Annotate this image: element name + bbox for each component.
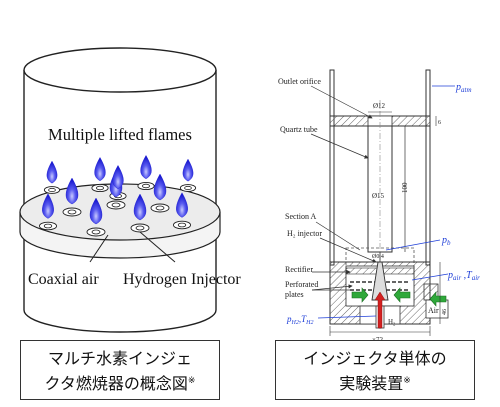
lifted-flame [112,164,124,190]
lifted-flame [46,160,58,184]
label-p-h2-t-h2: pH2,TH2 [286,314,313,326]
hydrogen-injector-nozzle [48,187,56,193]
hydrogen-injector-nozzle [135,225,145,231]
caption-right: インジェクタ単体の 実験装置※ [275,340,475,400]
label-coaxial-air: Coaxial air [28,271,99,288]
dim-100: 100 [401,182,409,193]
lifted-flame [133,193,147,221]
label-section-a: Section A [285,212,317,221]
label-perforated: Perforated [285,280,318,289]
lifted-flame [94,156,106,182]
left-rod [329,69,335,266]
label-p-b: pb [441,235,451,247]
label-rectifier: Rectifier [285,265,313,274]
dim-46: 46 [442,309,448,315]
flame-group [42,154,194,225]
lifted-flame [89,197,103,225]
caption-right-line2: 実験装置※ [339,374,411,393]
caption-left-line2: クタ燃焼器の概念図※ [44,374,196,393]
hydrogen-injector-nozzle [67,209,77,215]
h2-arrow [374,291,386,329]
hydrogen-injector-nozzle [155,205,165,211]
hydrogen-injector-nozzle [43,223,53,229]
hydrogen-injector-nozzle [141,183,150,189]
caption-right-line1: インジェクタ単体の [303,349,447,368]
lifted-flame [153,173,167,201]
air-inlet-arrow [429,291,447,307]
label-h2-injector: H₂ injector [287,229,322,238]
burner-title: Multiple lifted flames [48,125,192,144]
hydrogen-injector-nozzle [91,229,101,235]
label-p-air-t-air: pair ,Tair [447,270,480,282]
injector-pointer-line [139,231,176,263]
caption-left-line1: マルチ水素インジェ [47,349,192,368]
label-p-atm: patm [455,82,472,94]
lifted-flame [176,192,188,218]
burner-cylinder-top [23,47,217,93]
air-pointer-line [89,234,109,263]
dim-04: Ø0.4 [372,254,384,260]
label-outlet-orifice: Outlet orifice [278,77,321,86]
lifted-flame [140,154,152,180]
air-arrow-right [393,287,411,303]
lifted-flame [65,177,79,205]
injector-group [39,181,197,237]
label-h2: H₂ [388,318,396,326]
label-air: Air [428,306,439,315]
dim-6: 6 [438,120,441,126]
dim-12: Ø12 [373,102,386,110]
hydrogen-injector-nozzle [111,202,121,208]
lifted-flame [42,193,54,219]
label-plates: plates [285,290,304,299]
dim-15: Ø15 [372,192,385,200]
right-rod [425,69,431,266]
air-arrow-left [351,287,369,303]
label-hydrogen-injector: Hydrogen Injector [123,271,241,288]
lifted-flame [182,158,194,182]
caption-left: マルチ水素インジェ クタ燃焼器の概念図※ [20,340,220,400]
hydrogen-injector-nozzle [96,185,105,191]
hydrogen-injector-nozzle [184,185,192,191]
apparatus-drawing: Outlet orifice Quartz tube Section A H₂ … [278,69,480,344]
label-quartz-tube: Quartz tube [280,125,318,134]
hydrogen-injector-nozzle [177,222,187,228]
